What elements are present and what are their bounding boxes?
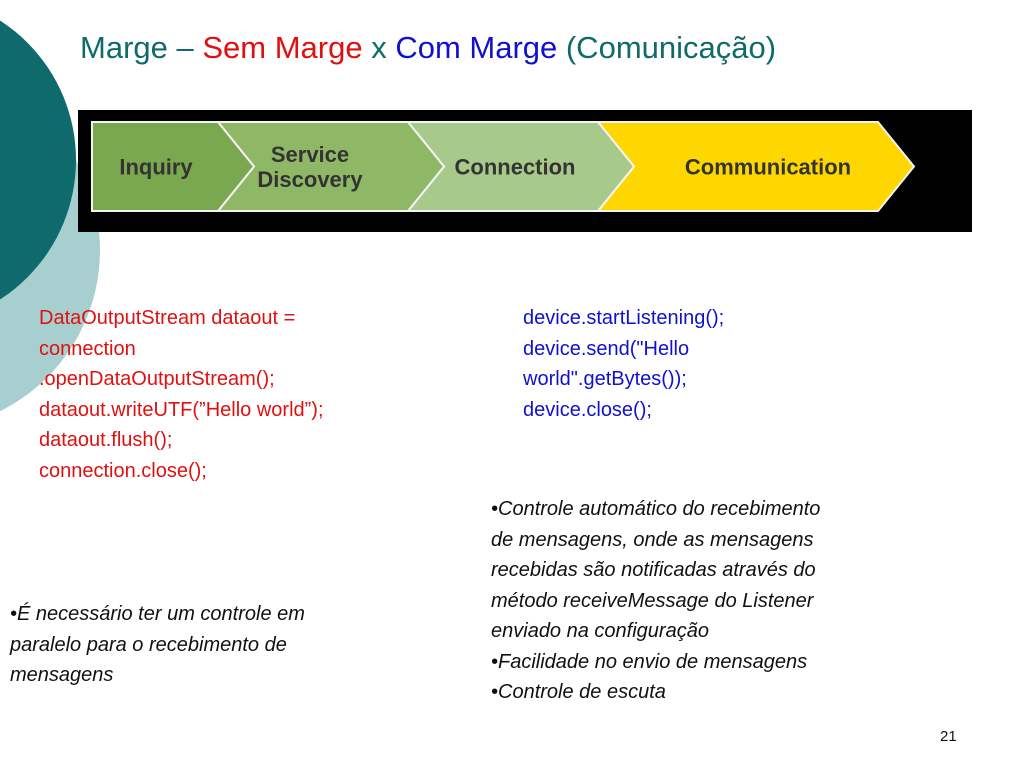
title-part-marge: Marge – <box>80 30 203 65</box>
code-left-line: DataOutputStream dataout = <box>39 307 296 329</box>
bullets-right-line: enviado na configuração <box>491 620 709 642</box>
notes-sem-marge: •É necessário ter um controle em paralelo… <box>10 599 470 691</box>
bullets-right-line: método receiveMessage do Listener <box>491 589 814 612</box>
code-block-com-marge: device.startListening(); device.send("Hel… <box>523 303 724 425</box>
bullets-left-line: mensagens <box>10 664 114 686</box>
code-left-line: .openDataOutputStream(); <box>39 368 275 390</box>
dark-teal-circle <box>0 20 76 300</box>
code-right-line: device.send("Hello <box>523 337 690 360</box>
process-step-1-label: Inquiry <box>119 155 193 180</box>
bullets-right-line: de mensagens, onde as mensagens <box>491 528 814 551</box>
code-left-line: connection <box>39 337 136 360</box>
page-number: 21 <box>940 728 957 745</box>
bullets-right-line: •Controle de escuta <box>491 681 666 703</box>
decorative-circles <box>0 0 110 420</box>
process-step-3-label: Connection <box>455 155 576 180</box>
process-step-4-label: Communication <box>685 155 851 180</box>
title-part-comunicacao: (Comunicação) <box>557 30 777 65</box>
code-left-line: dataout.flush(); <box>39 429 173 451</box>
bullets-right-line: •Controle automático do recebimento <box>491 498 821 520</box>
title-part-x: x <box>362 30 396 65</box>
bullets-right-line: •Facilidade no envio de mensagens <box>491 650 808 673</box>
code-right-line: device.close(); <box>523 398 652 421</box>
process-step-1-chevron <box>91 121 256 212</box>
code-right-line: world".getBytes()); <box>523 368 687 390</box>
code-right-line: device.startListening(); <box>523 307 725 329</box>
bullets-left-line: paralelo para o recebimento de <box>10 633 287 656</box>
code-left-line: connection.close(); <box>39 459 207 482</box>
notes-com-marge: •Controle automático do recebimento de me… <box>491 494 991 708</box>
title-part-com-marge: Com Marge <box>395 30 558 65</box>
code-block-sem-marge: DataOutputStream dataout = connection .ope… <box>39 303 324 486</box>
bullets-left-line: •É necessário ter um controle em <box>10 603 305 625</box>
slide-title: Marge – Sem Marge x Com Marge (Comunicaç… <box>80 28 1000 68</box>
title-part-sem-marge: Sem Marge <box>202 30 363 65</box>
code-left-line: dataout.writeUTF(”Hello world”); <box>39 398 324 421</box>
bullets-right-line: recebidas são notificadas através do <box>491 559 816 581</box>
